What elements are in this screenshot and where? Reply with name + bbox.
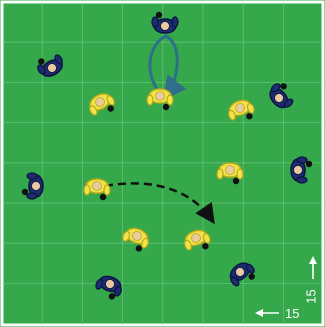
ball-icon: [156, 12, 162, 18]
ball-icon: [163, 104, 169, 110]
ball-icon: [306, 161, 312, 167]
ball-icon: [22, 189, 28, 195]
height-dimension-label: 15: [305, 289, 318, 303]
ball-icon: [100, 194, 106, 200]
ball-icon: [233, 178, 239, 184]
width-dimension-label: 15: [285, 307, 299, 320]
